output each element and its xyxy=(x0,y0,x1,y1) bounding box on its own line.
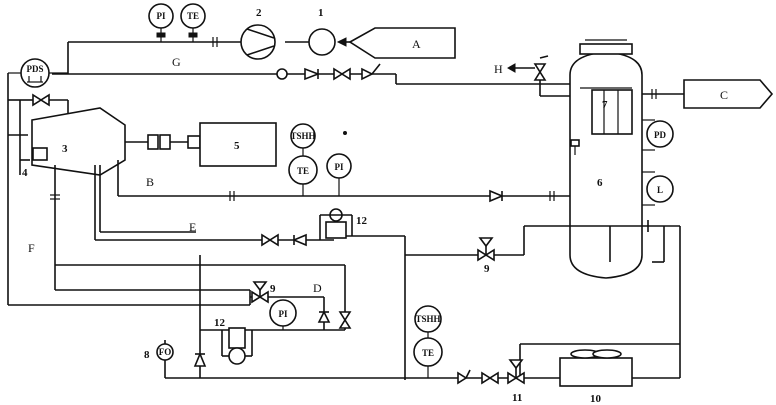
level-label: L xyxy=(657,185,663,195)
label-1: 1 xyxy=(318,7,324,19)
label-9-right: 9 xyxy=(484,263,490,275)
left-piping: F xyxy=(7,73,250,306)
compressor-3: 3 4 5 xyxy=(22,107,277,179)
pi-low-label: PI xyxy=(279,309,288,319)
lower-right-piping: 9 10 11 TSHH TE xyxy=(405,220,681,405)
label-7: 7 xyxy=(602,99,608,111)
pump-2-circle xyxy=(240,24,276,60)
label-8: 8 xyxy=(144,349,150,361)
filter-12-lower xyxy=(228,327,246,349)
line-g-return: G xyxy=(52,55,570,85)
label-c: C xyxy=(720,88,728,102)
tshh-mid-label: TSHH xyxy=(290,131,315,141)
te-low-label: TE xyxy=(422,348,434,358)
te-mid-label: TE xyxy=(297,166,309,176)
line-e: E 12 xyxy=(94,165,406,380)
cooler-10 xyxy=(559,357,633,387)
level-indicator xyxy=(646,175,674,203)
equipment-1-circle xyxy=(308,28,336,56)
separator-vessel xyxy=(569,51,643,279)
te-top-label: TE xyxy=(187,11,199,21)
label-f: F xyxy=(28,241,35,255)
outlet-c-shape xyxy=(683,79,774,109)
label-e: E xyxy=(189,220,196,234)
label-10: 10 xyxy=(590,393,602,405)
temp-element-top xyxy=(180,3,206,29)
motor-5 xyxy=(199,122,277,167)
pressure-diff-indicator xyxy=(646,120,674,148)
filter-12-upper xyxy=(325,221,347,239)
pi-top-label: PI xyxy=(157,11,166,21)
label-a: A xyxy=(412,37,421,51)
label-11: 11 xyxy=(512,392,522,404)
separator-6: 7 6 PD L H C xyxy=(494,39,774,279)
line-g: PI TE xyxy=(67,3,456,74)
label-12-lower: 12 xyxy=(214,317,226,329)
label-5: 5 xyxy=(234,140,240,152)
label-12-upper: 12 xyxy=(356,215,368,227)
label-d: D xyxy=(313,281,322,295)
label-h: H xyxy=(494,62,503,76)
label-6: 6 xyxy=(597,177,603,189)
label-9-left: 9 xyxy=(270,283,276,295)
source-a-shape xyxy=(348,27,456,59)
compressor-body xyxy=(31,107,126,176)
flow-indicator-8 xyxy=(156,343,174,361)
demister-7 xyxy=(591,89,633,135)
pds-label: PDS xyxy=(26,64,43,74)
pi-mid-label: PI xyxy=(335,162,344,172)
tshh-low-label: TSHH xyxy=(415,314,440,324)
label-g: G xyxy=(172,55,181,69)
fi-label: FO xyxy=(159,347,172,357)
pressure-indicator-top xyxy=(148,3,174,29)
lower-left-piping: FO 8 9 D PI 12 xyxy=(50,165,405,379)
label-3: 3 xyxy=(62,143,68,155)
pds-group: PDS xyxy=(8,58,68,88)
label-2: 2 xyxy=(256,7,262,19)
label-b: B xyxy=(146,175,154,189)
pd-label: PD xyxy=(654,130,666,140)
label-4: 4 xyxy=(22,167,28,179)
line-b: B TSHH TE PI xyxy=(117,123,570,203)
